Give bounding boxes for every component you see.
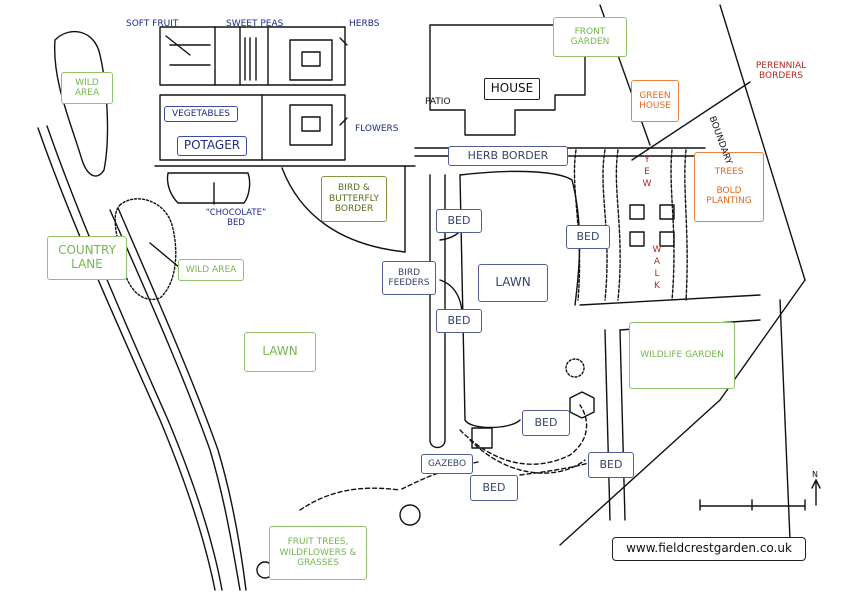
label-herb-border: HERB BORDER — [448, 146, 568, 166]
label-front-garden: FRONT GARDEN — [553, 17, 627, 57]
label-perennial-borders: PERENNIAL BORDERS — [755, 61, 807, 82]
potager-beds — [159, 26, 346, 161]
trees-text: TREES — [714, 167, 744, 178]
label-soft-fruit: SOFT FRUIT — [126, 19, 179, 29]
gazebo-shape — [471, 427, 493, 449]
bed-label-1: BED — [436, 209, 482, 233]
label-chocolate-bed: “CHOCOLATE” BED — [205, 208, 267, 228]
house-outline — [429, 24, 586, 136]
label-green-house: GREEN HOUSE — [631, 80, 679, 122]
pond-shape — [569, 391, 595, 419]
label-bird-feeders: BIRD FEEDERS — [382, 261, 436, 295]
label-gazebo: GAZEBO — [421, 454, 473, 474]
label-flowers: FLOWERS — [355, 124, 399, 134]
wild-area-outline — [53, 30, 109, 177]
label-wildlife-garden: WILDLIFE GARDEN — [629, 322, 735, 389]
label-wild-area-top: WILD AREA — [61, 72, 113, 104]
north-label: N — [812, 470, 818, 479]
label-house: HOUSE — [484, 78, 540, 100]
bird-border-outline — [281, 167, 406, 253]
north-arrow — [811, 479, 821, 506]
scale-bar — [699, 499, 806, 511]
label-walk: WALK — [652, 245, 662, 291]
label-lawn-inner: LAWN — [478, 264, 548, 302]
label-fruit-trees: FRUIT TREES, WILDFLOWERS & GRASSES — [269, 526, 367, 580]
label-potager: POTAGER — [177, 136, 247, 156]
label-vegetables: VEGETABLES — [164, 106, 238, 122]
bed-label-4: BED — [522, 410, 570, 436]
label-sweet-peas: SWEET PEAS — [226, 19, 284, 29]
country-lane-hedges — [37, 125, 247, 591]
label-trees-bold-planting: TREES BOLD PLANTING — [694, 152, 764, 222]
label-patio: PATIO — [425, 97, 451, 107]
label-lawn-main: LAWN — [244, 332, 316, 372]
label-yew: YEW — [642, 155, 652, 189]
website-link[interactable]: www.fieldcrestgarden.co.uk — [612, 537, 806, 561]
chocolate-bed-outline — [166, 172, 251, 204]
label-wild-area-small: WILD AREA — [178, 259, 244, 281]
bed-label-3: BED — [436, 309, 482, 333]
bed-label-5: BED — [588, 452, 634, 478]
bed-label-6: BED — [470, 475, 518, 501]
label-bird-butterfly-border: BIRD & BUTTERFLY BORDER — [321, 176, 387, 222]
label-country-lane: COUNTRY LANE — [47, 236, 127, 280]
lawn-path-outline — [429, 174, 446, 449]
yew-walk-hedges — [573, 149, 688, 301]
bold-planting-text: BOLD PLANTING — [706, 185, 752, 207]
bed-label-2: BED — [566, 225, 610, 249]
label-herbs: HERBS — [349, 19, 380, 29]
